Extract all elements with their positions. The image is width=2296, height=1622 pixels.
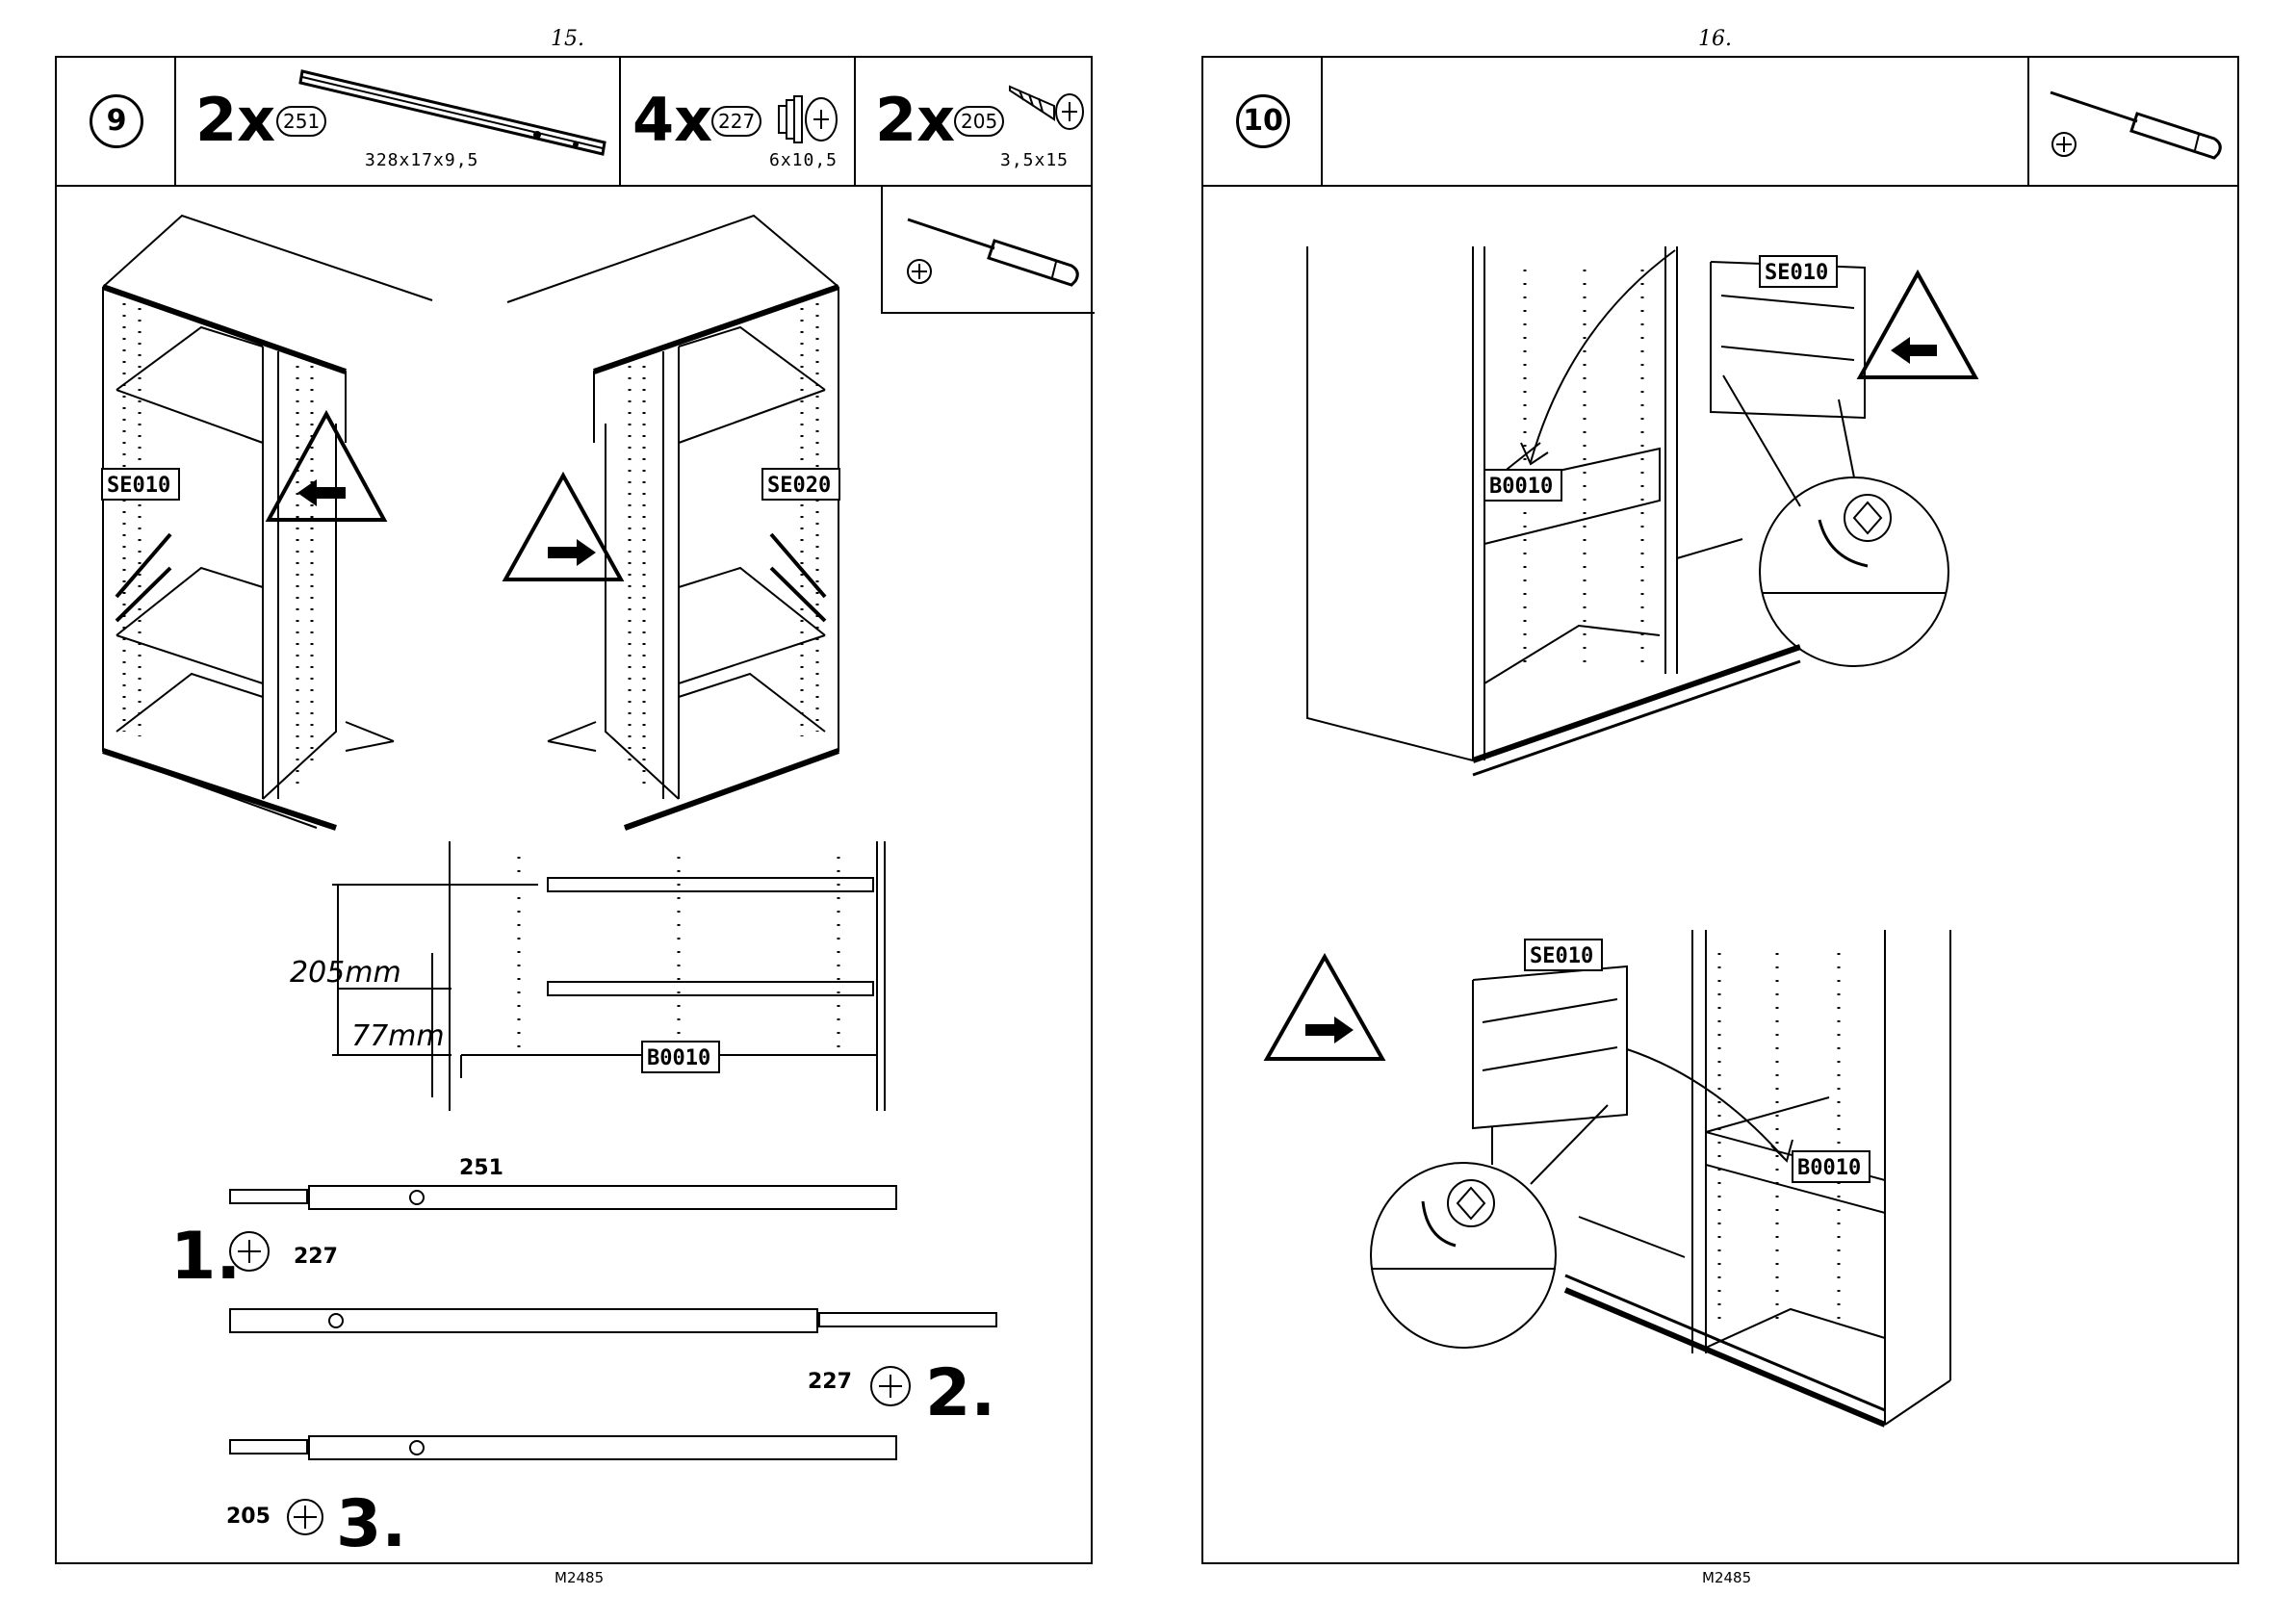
page-number-right: 16. — [1698, 27, 1732, 51]
warning-arrow-left-icon — [269, 414, 384, 520]
svg-text:SE010: SE010 — [107, 474, 170, 498]
rail-substep-3 — [230, 1436, 896, 1459]
assembly-drawing-step-9: SE010 SE020 — [57, 58, 1091, 1562]
substep-number-3: 3. — [336, 1486, 406, 1562]
label-top-se010: SE010 — [1760, 256, 1837, 287]
warning-arrow-left-icon — [1860, 273, 1975, 377]
label-b0010: B0010 — [642, 1042, 719, 1072]
warning-arrow-right-icon — [505, 476, 621, 579]
footer-code-left: M2485 — [555, 1569, 604, 1586]
rail-substep-2 — [230, 1309, 996, 1332]
instruction-page-right: 10 — [1201, 56, 2239, 1564]
label-bottom-b0010: B0010 — [1793, 1151, 1870, 1182]
svg-text:B0010: B0010 — [1489, 475, 1553, 499]
rail-placement-detail — [332, 841, 885, 1111]
cabinet-top-view — [1307, 246, 1948, 775]
substep-part-3: 205 — [226, 1505, 271, 1529]
assembly-drawing-step-10: SE010 B0010 — [1203, 58, 2237, 1562]
hole-rows-left — [124, 303, 312, 789]
page-number-left: 15. — [551, 27, 584, 51]
cabinet-right — [507, 216, 838, 828]
hole-rows-right — [630, 303, 817, 789]
svg-text:SE010: SE010 — [1765, 261, 1828, 285]
svg-text:B0010: B0010 — [1797, 1156, 1861, 1180]
substep-part-2: 227 — [808, 1370, 852, 1394]
hole-grid — [519, 857, 838, 1049]
rail-substep-1 — [230, 1186, 896, 1209]
dimension-205mm: 205mm — [290, 956, 401, 990]
instruction-page-left: 9 2x 251 328x17x9,5 4x 227 6x10,5 — [55, 56, 1093, 1564]
svg-text:SE010: SE010 — [1530, 944, 1593, 968]
label-se020: SE020 — [762, 469, 839, 500]
label-top-b0010: B0010 — [1484, 470, 1561, 501]
svg-text:B0010: B0010 — [647, 1046, 710, 1070]
warning-arrow-right-icon — [1267, 957, 1382, 1059]
dimension-77mm: 77mm — [351, 1019, 445, 1053]
label-se010: SE010 — [102, 469, 179, 500]
svg-text:SE020: SE020 — [767, 474, 831, 498]
substep-number-1: 1. — [170, 1219, 241, 1295]
footer-code-right: M2485 — [1702, 1569, 1751, 1586]
label-bottom-se010: SE010 — [1525, 940, 1602, 970]
rail-part-number: 251 — [459, 1156, 503, 1180]
substep-part-1: 227 — [294, 1245, 338, 1269]
substep-number-2: 2. — [925, 1355, 995, 1431]
